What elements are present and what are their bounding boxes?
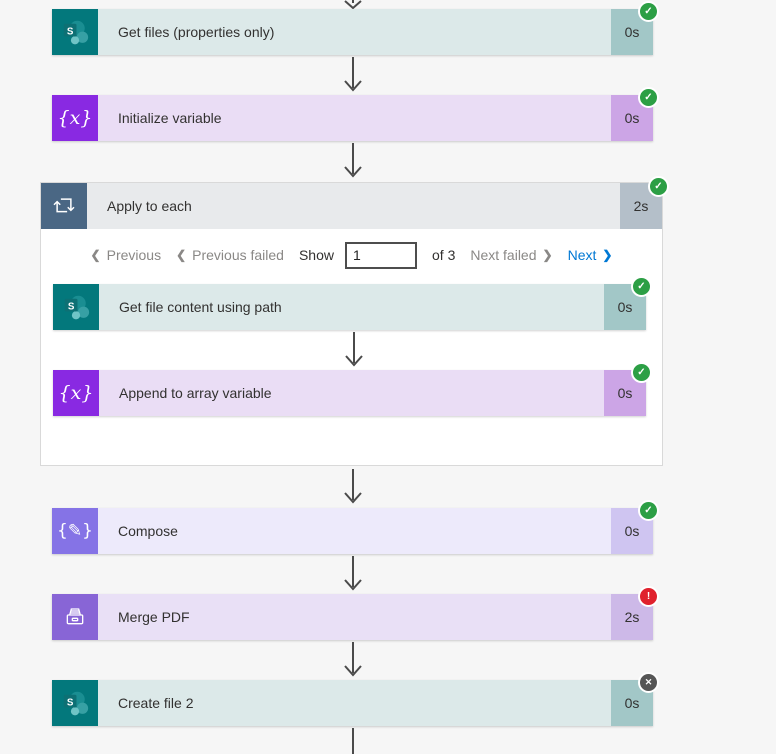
action-card-append-to-array[interactable]: {x} Append to array variable 0s ✓ [53, 362, 652, 416]
iteration-count-label: of 3 [432, 247, 456, 263]
sharepoint-icon: S [53, 284, 99, 330]
action-title: Create file 2 [98, 680, 611, 726]
compose-icon: {✎} [52, 508, 98, 554]
action-card-get-file-content[interactable]: S Get file content using path 0s ✓ [53, 276, 652, 330]
show-label: Show [298, 247, 334, 263]
action-title: Get file content using path [99, 284, 604, 330]
variable-icon: {x} [53, 370, 99, 416]
action-card-get-files[interactable]: S Get files (properties only) 0s ✓ [52, 1, 659, 55]
status-failed-icon: ! [638, 586, 659, 607]
status-succeeded-icon: ✓ [631, 362, 652, 383]
chevron-right-icon: ❯ [602, 248, 613, 262]
connector-arrow [341, 56, 365, 94]
loop-pagination: ❮Previous ❮Previous failed Show of 3 Nex… [41, 235, 662, 275]
status-succeeded-icon: ✓ [638, 1, 659, 22]
next-button[interactable]: Next❯ [567, 247, 613, 263]
action-title: Merge PDF [98, 594, 611, 640]
connector-arrow [341, 468, 365, 506]
action-title: Append to array variable [99, 370, 604, 416]
status-succeeded-icon: ✓ [638, 87, 659, 108]
previous-button[interactable]: ❮Previous [90, 247, 162, 263]
next-failed-button[interactable]: Next failed❯ [470, 247, 553, 263]
archive-drawer-icon [52, 594, 98, 640]
connector-arrow [341, 142, 365, 180]
connector-arrow [341, 0, 365, 9]
action-card-create-file-2[interactable]: S Create file 2 0s ✕ [52, 672, 659, 726]
variable-icon: {x} [52, 95, 98, 141]
action-card-compose[interactable]: {✎} Compose 0s ✓ [52, 500, 659, 554]
action-title: Compose [98, 508, 611, 554]
status-cancelled-icon: ✕ [638, 672, 659, 693]
svg-text:S: S [67, 697, 74, 708]
action-title: Initialize variable [98, 95, 611, 141]
sharepoint-icon: S [52, 9, 98, 55]
chevron-left-icon: ❮ [90, 248, 101, 262]
status-succeeded-icon: ✓ [638, 500, 659, 521]
action-title: Get files (properties only) [98, 9, 611, 55]
svg-text:S: S [68, 301, 75, 312]
action-card-initialize-variable[interactable]: {x} Initialize variable 0s ✓ [52, 87, 659, 141]
action-card-merge-pdf[interactable]: Merge PDF 2s ! [52, 586, 659, 640]
connector-arrow [341, 641, 365, 679]
status-succeeded-icon: ✓ [631, 276, 652, 297]
action-card-apply-to-each[interactable]: Apply to each 2s [41, 183, 662, 229]
action-title: Apply to each [87, 183, 620, 229]
iteration-index-input[interactable] [345, 241, 417, 269]
svg-text:S: S [67, 26, 74, 37]
previous-failed-button[interactable]: ❮Previous failed [176, 247, 284, 263]
status-succeeded-icon: ✓ [648, 176, 669, 197]
chevron-right-icon: ❯ [542, 248, 553, 262]
apply-to-each-scope: Apply to each 2s ✓ ❮Previous ❮Previous f… [40, 176, 669, 466]
connector-arrow [341, 555, 365, 593]
connector-line [341, 727, 365, 754]
connector-arrow [342, 331, 366, 369]
loop-icon [41, 183, 87, 229]
sharepoint-icon: S [52, 680, 98, 726]
chevron-left-icon: ❮ [176, 248, 187, 262]
